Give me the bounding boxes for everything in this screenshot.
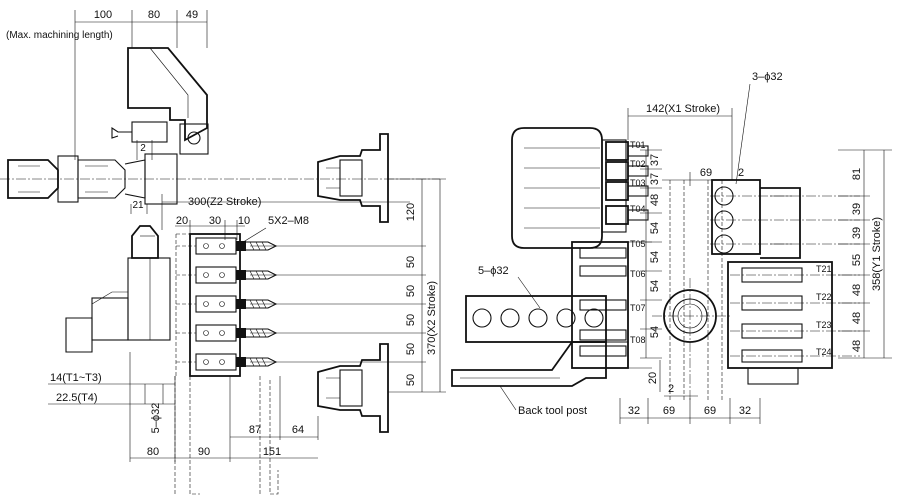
- dim-50-a: 50: [405, 256, 417, 268]
- sub-spindle-upper: [317, 133, 389, 223]
- right-top-dims: 142(X1 Stroke) 3–ϕ32: [627, 71, 783, 185]
- dim-55: 55: [851, 254, 863, 266]
- dim-30: 30: [209, 215, 221, 227]
- three-hole-block: [710, 179, 860, 259]
- dim-20: 20: [176, 215, 188, 227]
- dim-2-top: 2: [738, 167, 744, 179]
- tool-t02: T02: [630, 159, 646, 169]
- dim-48-a: 48: [851, 284, 863, 296]
- note-5-phi32-right: 5–ϕ32: [478, 265, 509, 277]
- dim-100: 100: [94, 9, 112, 21]
- dim-37-b: 37: [649, 173, 661, 185]
- note-3-phi32: 3–ϕ32: [752, 71, 783, 83]
- y-axis-head: [511, 127, 627, 249]
- tool-t06: T06: [630, 269, 646, 279]
- dim-32-right: 32: [739, 405, 751, 417]
- dim-54-b: 54: [649, 251, 661, 263]
- upper-tool-block: 2: [111, 47, 209, 160]
- top-dimension-chain: 100 80 49 (Max. machining length): [6, 9, 208, 160]
- dim-69-top: 69: [700, 167, 712, 179]
- dim-21: 21: [132, 200, 144, 211]
- right-dimension-chain: 120 50 50 50 50 50 370(X2 Stroke): [250, 178, 446, 393]
- dim-69-b: 69: [704, 405, 716, 417]
- dim-50-c: 50: [405, 314, 417, 326]
- bottom-dimension-chain: 87 64 80 90 151: [129, 352, 319, 495]
- tool-t21: T21: [816, 264, 832, 274]
- tool-t05: T05: [630, 239, 646, 249]
- dim-2: 2: [140, 143, 146, 154]
- tool-t23: T23: [816, 320, 832, 330]
- note-14-t1-t3: 14(T1~T3): [50, 372, 102, 384]
- tool-t24: T24: [816, 347, 832, 357]
- dim-x1-stroke: 142(X1 Stroke): [646, 103, 720, 115]
- dim-2-bottom: 2: [668, 383, 674, 395]
- dim-151: 151: [263, 446, 281, 458]
- dim-54-a: 54: [649, 222, 661, 234]
- note-5-phi32-left: 5–ϕ32: [150, 403, 162, 434]
- dim-x2-stroke: 370(X2 Stroke): [426, 281, 438, 355]
- note-22-5-t4: 22.5(T4): [56, 392, 98, 404]
- gang-tool-row: [176, 324, 278, 342]
- tool-t01: T01: [630, 140, 646, 150]
- tool-t04: T04: [630, 204, 646, 214]
- tap-note-5x2-m8: 5X2–M8: [268, 215, 309, 227]
- dim-90: 90: [198, 446, 210, 458]
- gang-tool-block: 300(Z2 Stroke) 20 30 10 5X2–M8: [161, 194, 410, 377]
- dim-54-c: 54: [649, 280, 661, 292]
- dim-87: 87: [249, 424, 261, 436]
- tool-t08: T08: [630, 335, 646, 345]
- dim-49: 49: [186, 9, 198, 21]
- dim-120: 120: [405, 203, 417, 221]
- dim-48-c: 48: [851, 340, 863, 352]
- dim-50-d: 50: [405, 343, 417, 355]
- gang-tool-row: [176, 266, 278, 284]
- right-view: 142(X1 Stroke) 3–ϕ32: [451, 71, 892, 424]
- dim-48-left: 48: [649, 194, 661, 206]
- dim-64: 64: [292, 424, 304, 436]
- bottom-offset-dims: 20 2: [647, 360, 698, 397]
- sub-spindle-lower: [317, 343, 389, 433]
- dim-50-b: 50: [405, 285, 417, 297]
- tool-t03: T03: [630, 178, 646, 188]
- note-max-machining-length: (Max. machining length): [6, 30, 113, 41]
- dim-20-right: 20: [647, 372, 659, 384]
- right-vertical-dims: 81 39 39 55 48 48 48 358(Y1 Stroke): [838, 149, 892, 359]
- note-back-tool-post: Back tool post: [518, 405, 587, 417]
- dim-z2-stroke: 300(Z2 Stroke): [188, 196, 261, 208]
- dim-54-d: 54: [649, 326, 661, 338]
- dim-39-a: 39: [851, 203, 863, 215]
- dim-80-bottom: 80: [147, 446, 159, 458]
- spindle-section: [652, 180, 730, 400]
- rotating-tool-holders: [605, 141, 649, 225]
- back-tool-post: 5–ϕ32 Back tool post: [451, 265, 629, 417]
- dim-21-group: 21: [130, 200, 148, 214]
- left-view: 100 80 49 (Max. machining length) 2: [0, 9, 446, 495]
- dim-y1-stroke: 358(Y1 Stroke): [871, 217, 883, 291]
- dim-10: 10: [238, 215, 250, 227]
- dim-37-a: 37: [649, 154, 661, 166]
- main-spindle-chuck: [7, 153, 178, 205]
- lower-tool-post: [65, 225, 171, 353]
- gang-tool-post-right: T21 T22 T23 T24: [727, 261, 860, 385]
- right-bottom-dims: 32 69 69 32: [619, 398, 761, 424]
- dim-81: 81: [851, 168, 863, 180]
- dim-69-a: 69: [663, 405, 675, 417]
- top-offset-dims: 69 2: [662, 167, 744, 186]
- dim-32-left: 32: [628, 405, 640, 417]
- front-tool-post: [571, 241, 652, 369]
- dim-50-e: 50: [405, 374, 417, 386]
- tool-t07: T07: [630, 303, 646, 313]
- dim-48-b: 48: [851, 312, 863, 324]
- tool-t22: T22: [816, 292, 832, 302]
- dim-39-b: 39: [851, 227, 863, 239]
- lower-left-notes: 14(T1~T3) 22.5(T4) 5–ϕ32: [48, 372, 175, 433]
- gang-tool-row: [176, 237, 278, 255]
- dim-80: 80: [148, 9, 160, 21]
